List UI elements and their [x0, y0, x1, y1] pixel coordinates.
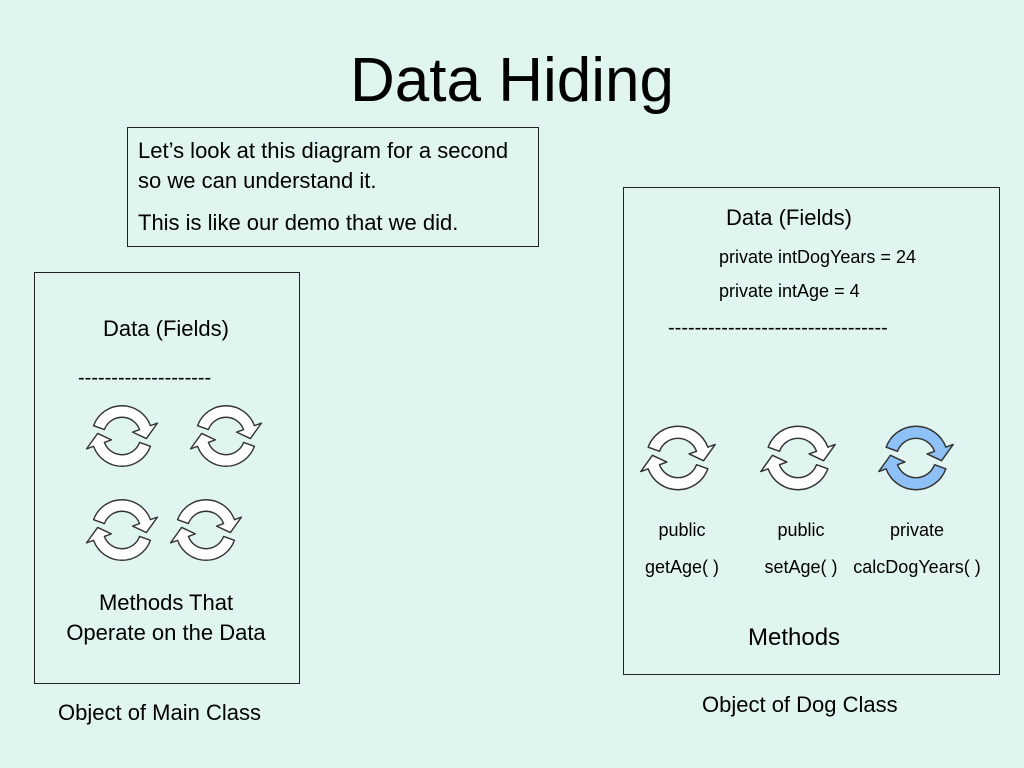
method-access-2: public — [777, 520, 825, 540]
cycle-arrow-segment — [640, 454, 709, 491]
main-methods-label-1: Methods That — [98, 590, 234, 615]
dog-field-2: private intAge = 4 — [719, 281, 860, 301]
cycle-icon — [189, 405, 263, 467]
method-access-3: private — [889, 520, 945, 540]
cycle-arrow-segment — [196, 405, 263, 440]
cycle-icon — [85, 405, 159, 467]
main-methods-label-2: Operate on the Data — [66, 620, 266, 645]
cycle-arrow-segment — [189, 432, 256, 467]
cycle-arrow-segment — [878, 454, 947, 491]
cycle-arrow-segment — [169, 526, 236, 561]
cycle-arrow-segment — [92, 405, 159, 440]
cycle-icon — [760, 425, 836, 491]
cycle-icon — [878, 425, 954, 491]
dog-divider: --------------------------------- — [668, 317, 888, 339]
slide-title: Data Hiding — [350, 46, 674, 115]
dog-field-1: private intDogYears = 24 — [719, 247, 916, 267]
cycle-arrow-segment — [647, 425, 716, 462]
dog-caption: Object of Dog Class — [702, 692, 898, 717]
cycle-arrow-segment — [85, 432, 152, 467]
method-name-1: getAge( ) — [644, 557, 720, 577]
cycle-arrow-segment — [760, 454, 829, 491]
cycle-icon — [85, 499, 159, 561]
main-divider: -------------------- — [78, 367, 212, 389]
cycle-arrow-segment — [176, 499, 243, 534]
cycle-arrow-segment — [885, 425, 954, 462]
main-object-box — [34, 272, 300, 684]
note-box: Let’s look at this diagram for a second … — [127, 127, 539, 247]
dog-methods-label: Methods — [748, 624, 841, 651]
method-name-2: setAge( ) — [764, 557, 838, 577]
cycle-icon — [169, 499, 243, 561]
main-fields-label: Data (Fields) — [103, 316, 229, 341]
cycle-arrow-segment — [85, 526, 152, 561]
note-line-1: Let’s look at this diagram for a second … — [138, 138, 509, 193]
method-name-3: calcDogYears( ) — [853, 557, 981, 577]
note-line-2: This is like our demo that we did. — [138, 210, 459, 235]
method-access-1: public — [658, 520, 706, 540]
dog-object-box — [623, 187, 1000, 675]
dog-fields-label: Data (Fields) — [726, 205, 852, 230]
main-caption: Object of Main Class — [58, 700, 261, 725]
cycle-arrow-segment — [92, 499, 159, 534]
cycle-arrow-segment — [767, 425, 836, 462]
cycle-icon — [640, 425, 716, 491]
